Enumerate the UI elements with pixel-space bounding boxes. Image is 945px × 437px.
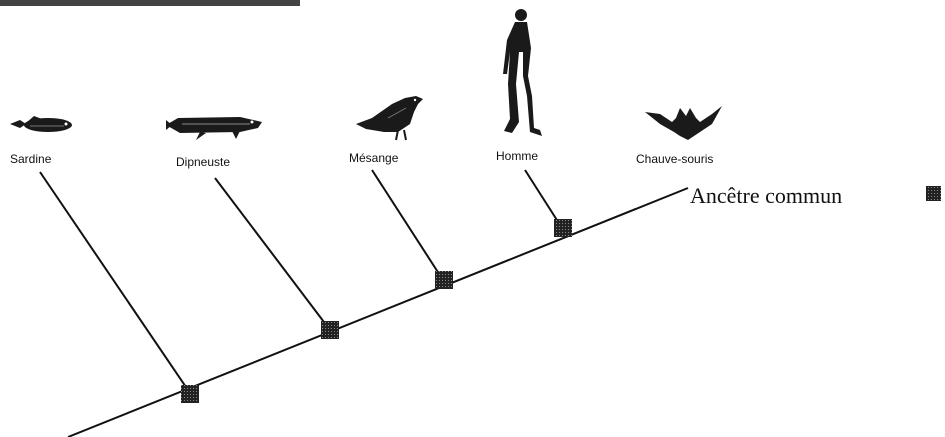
bird-icon [356,96,423,141]
trunk-line [67,187,689,437]
species-label-dipneuste: Dipneuste [176,155,230,169]
branches [39,169,563,394]
bat-icon [645,106,722,140]
legend-ancestor-node-icon [926,186,941,201]
ancestor-node [435,271,453,289]
species-label-chauve-souris: Chauve-souris [636,152,713,166]
branch-sardine [39,171,191,394]
species-label-sardine: Sardine [10,152,52,166]
cropped-text-fragment [0,0,300,6]
branch-homme [524,169,563,229]
ancestor-node [181,385,199,403]
ancestor-node [321,321,339,339]
human-icon [503,9,542,136]
branch-dipneuste [214,177,331,331]
species-label-homme: Homme [496,149,538,163]
species-label-mesange: Mésange [349,151,399,165]
ancestor-node [554,219,572,237]
branch-mesange [371,169,444,281]
fish-icon [10,116,72,132]
ancestor-nodes [181,219,572,403]
lungfish-icon [166,117,262,140]
legend-label: Ancêtre commun [690,183,842,208]
